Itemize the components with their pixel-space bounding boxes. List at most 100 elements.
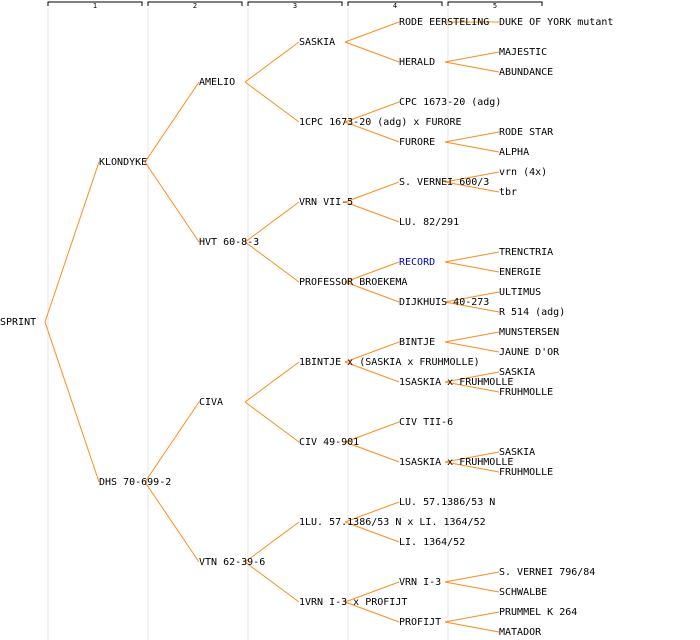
ancestor-name: vrn (4x) — [499, 167, 547, 178]
pedigree-edge — [344, 41, 400, 63]
ancestor-name: 1VRN I-3 x PROFIJT — [299, 597, 407, 608]
pedigree-edge — [144, 81, 200, 163]
pedigree-edge — [444, 611, 500, 623]
ancestor-name: 1LU. 57.1386/53 N x LI. 1364/52 — [299, 517, 486, 528]
ancestor-name: JAUNE D'OR — [499, 347, 560, 358]
pedigree-edge — [144, 161, 200, 243]
ancestor-name: FRUHMOLLE — [499, 387, 553, 398]
pedigree-edge — [344, 581, 400, 603]
labels: DUKE OF YORK mutant RODE EERSTELING MAJEST… — [0, 17, 613, 638]
pedigree-edge — [344, 501, 400, 523]
pedigree-edge — [444, 181, 500, 193]
pedigree-edge — [244, 561, 300, 603]
ancestor-name: FRUHMOLLE — [499, 467, 553, 478]
generation-bracket — [447, 1, 543, 6]
pedigree-edge — [244, 241, 300, 283]
ancestor-name: PRUMMEL K 264 — [499, 607, 577, 618]
pedigree-edge — [444, 261, 500, 273]
pedigree-edge — [344, 181, 400, 203]
ancestor-name: SPRINT — [0, 317, 36, 328]
ancestor-name: VTN 62-39-6 — [199, 557, 265, 568]
ancestor-name: FURORE — [399, 137, 435, 148]
generation-number: 5 — [493, 2, 497, 10]
ancestor-name: DHS 70-699-2 — [99, 477, 171, 488]
ancestor-name: VRN I-3 — [399, 577, 441, 588]
pedigree-edge — [444, 331, 500, 343]
ancestor-name: ULTIMUS — [499, 287, 541, 298]
ancestor-name: ALPHA — [499, 147, 529, 158]
ancestor-name: KLONDYKE — [99, 157, 147, 168]
ancestor-name: CPC 1673-20 (adg) — [399, 97, 501, 108]
pedigree-edge — [344, 601, 400, 623]
pedigree-edge — [444, 341, 500, 353]
pedigree-edge — [444, 291, 500, 303]
ancestor-name: PROFIJT — [399, 617, 441, 628]
ancestor-name: TRENCTRIA — [499, 247, 553, 258]
pedigree-edge — [144, 481, 200, 563]
pedigree-edge — [444, 51, 500, 63]
pedigree-edge — [344, 201, 400, 223]
pedigree-edge — [444, 571, 500, 583]
ancestor-name: LU. 57.1386/53 N — [399, 497, 495, 508]
generation-number: 3 — [293, 2, 297, 10]
ancestor-name: CIV 49-901 — [299, 437, 359, 448]
ancestor-name: S. VERNEI 796/84 — [499, 567, 595, 578]
generation-number: 4 — [393, 2, 397, 10]
ancestor-link[interactable]: RECORD — [399, 257, 435, 268]
ancestor-name: SASKIA — [499, 367, 535, 378]
ancestor-name: 1SASKIA x FRUHMOLLE — [399, 377, 513, 388]
pedigree-edge — [344, 121, 400, 143]
ancestor-name: SCHWALBE — [499, 587, 547, 598]
ancestor-name: 1SASKIA x FRUHMOLLE — [399, 457, 513, 468]
pedigree-edge — [444, 371, 500, 383]
pedigree-edge — [444, 461, 500, 473]
pedigree-edge — [144, 401, 200, 483]
pedigree-edge — [244, 521, 300, 563]
ancestor-name: tbr — [499, 187, 517, 198]
ancestor-name: MATADOR — [499, 627, 542, 638]
ancestor-name: MAJESTIC — [499, 47, 547, 58]
pedigree-edge — [344, 21, 400, 43]
ancestor-name: R 514 (adg) — [499, 307, 565, 318]
ancestor-name: SASKIA — [299, 37, 335, 48]
pedigree-edge — [344, 261, 400, 283]
pedigree-edge — [344, 341, 400, 363]
ancestor-name: RODE EERSTELING — [399, 17, 489, 28]
ancestor-name: S. VERNEI 600/3 — [399, 177, 489, 188]
ancestor-name: 1BINTJE x (SASKIA x FRUHMOLLE) — [299, 357, 480, 368]
ancestor-name: ENERGIE — [499, 267, 541, 278]
pedigree-edge — [444, 381, 500, 393]
ancestor-name: CIV TII-6 — [399, 417, 453, 428]
pedigree-edge — [444, 171, 500, 183]
generation-bracket — [347, 1, 443, 6]
pedigree-edge — [444, 141, 500, 153]
ancestor-name: ABUNDANCE — [499, 67, 553, 78]
pedigree-edge — [344, 421, 400, 443]
pedigree-edge — [444, 451, 500, 463]
generation-bracket — [247, 1, 343, 6]
ancestor-name: 1CPC 1673-20 (adg) x FURORE — [299, 117, 462, 128]
pedigree-edge — [244, 41, 300, 83]
pedigree-edge — [244, 361, 300, 403]
generation-number: 1 — [93, 2, 97, 10]
pedigree-edge — [244, 401, 300, 443]
pedigree-edge — [444, 251, 500, 263]
pedigree-edge — [244, 81, 300, 123]
ancestor-name: MUNSTERSEN — [499, 327, 559, 338]
pedigree-edge — [344, 521, 400, 543]
generation-bracket — [147, 1, 243, 6]
pedigree-edge — [444, 621, 500, 633]
pedigree-edge — [44, 161, 100, 323]
ancestor-name: LI. 1364/52 — [399, 537, 465, 548]
pedigree-edge — [344, 361, 400, 383]
ancestor-name: BINTJE — [399, 337, 435, 348]
ancestor-name: DUKE OF YORK mutant — [499, 17, 613, 28]
pedigree-edge — [244, 201, 300, 243]
pedigree-edge — [44, 321, 100, 483]
pedigree-edge — [444, 581, 500, 593]
edges — [44, 21, 500, 633]
generation-bracket — [47, 1, 143, 6]
ancestor-name: RODE STAR — [499, 127, 554, 138]
